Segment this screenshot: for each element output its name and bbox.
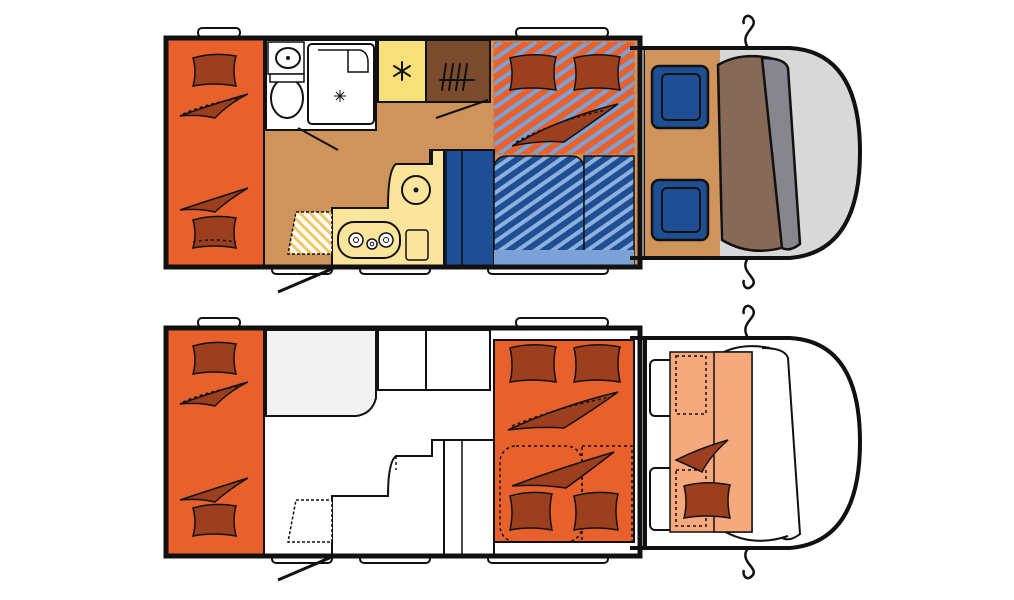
night-dinette-cushion-3 <box>509 491 553 531</box>
rear-bed-cushion-2 <box>191 215 238 249</box>
night-rear-cushion-2 <box>191 503 238 537</box>
night-dinette-bench <box>443 439 495 557</box>
night-dinette-blanket-2 <box>511 451 615 489</box>
cab-seat-bottom[interactable] <box>650 178 710 242</box>
night-kitchen-step <box>287 499 333 543</box>
snowflake-icon <box>393 61 411 81</box>
cab-bed-cushion <box>682 482 731 519</box>
rear-bed-cushion-1 <box>191 53 238 87</box>
dinette-cushion-2 <box>572 54 621 91</box>
cab-outline <box>645 46 863 260</box>
night-dinette-cushion-2 <box>572 344 621 383</box>
dinette-cushion-1 <box>508 54 557 91</box>
night-dinette-cushion-4 <box>573 491 619 531</box>
dinette-bench-right[interactable] <box>583 155 635 267</box>
windscreen <box>760 56 802 251</box>
mirror-bottom <box>742 257 755 290</box>
shower-tray <box>307 43 375 125</box>
night-rear-blanket-2 <box>179 477 249 503</box>
shower-drain-icon <box>334 90 346 102</box>
rear-bed-blanket-2 <box>179 187 249 213</box>
night-fridge-cabinet <box>377 329 427 391</box>
night-dinette-cushion-1 <box>508 344 557 383</box>
mirror-top <box>742 14 755 49</box>
cab-seat-top[interactable] <box>650 64 710 130</box>
dinette-table[interactable] <box>493 155 585 267</box>
night-rear-cushion-1 <box>191 341 238 375</box>
entry-door-icon[interactable] <box>277 266 335 294</box>
night-mirror-bottom <box>742 547 755 580</box>
kitchen-step <box>287 211 333 255</box>
kitchen-drawer[interactable] <box>405 229 429 261</box>
night-windscreen <box>761 347 802 541</box>
cab-bed-blanket <box>674 439 729 474</box>
night-wardrobe <box>425 329 491 391</box>
night-entry-door-icon[interactable] <box>277 554 335 582</box>
toilet-icon[interactable] <box>270 77 304 119</box>
night-mirror-top <box>742 304 755 339</box>
night-kitchen-counter <box>331 439 445 557</box>
night-washroom <box>265 329 377 417</box>
day-floorplan <box>163 14 863 294</box>
night-floorplan <box>163 304 863 582</box>
night-body-wall <box>163 325 643 559</box>
grill-rack-icon <box>439 63 475 91</box>
body-wall <box>163 35 643 270</box>
